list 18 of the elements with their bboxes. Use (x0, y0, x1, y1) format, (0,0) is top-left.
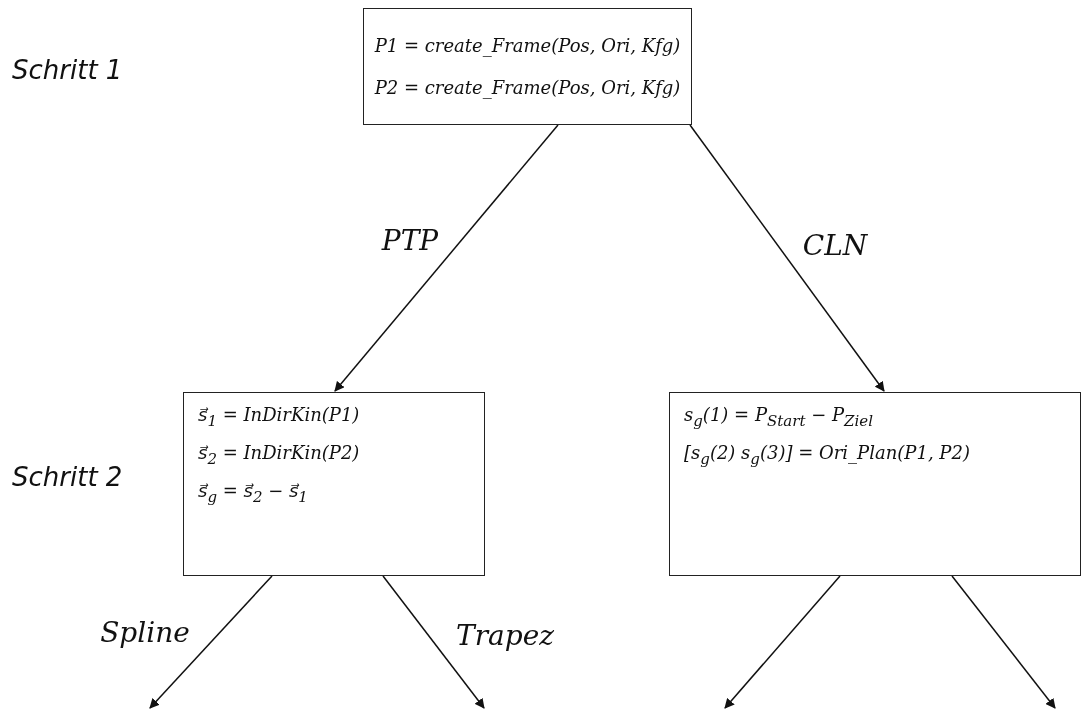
formula-box (363, 8, 692, 125)
step-label: Schritt 1 (12, 55, 123, 85)
formula-text: P2 = create_Frame(Pos, Ori, Kfg) (374, 75, 681, 99)
formula-box (669, 392, 1081, 576)
arrow (689, 124, 885, 392)
formula-text: P1 = create_Frame(Pos, Ori, Kfg) (374, 34, 681, 58)
formula-text: s⃗$_{g}$ = s⃗$_{2}$ − s⃗$_{1}$ (198, 479, 308, 508)
formula-text: s⃗$_{1}$ = InDirKin(P1) (198, 403, 360, 432)
arrow (951, 575, 1056, 709)
arrow (334, 124, 559, 392)
arrow (149, 575, 273, 709)
formula-text: [s$_{g}$(2) s$_{g}$(3)] = Ori_Plan(P1, P2) (684, 441, 970, 470)
step-label: Schritt 2 (12, 462, 123, 492)
arrow (382, 575, 485, 709)
formula-text: s$_{g}$(1) = P$_{Start}$ − P$_{Ziel}$ (684, 403, 873, 432)
formula-box (183, 392, 485, 576)
formula-text: s⃗$_{2}$ = InDirKin(P2) (198, 441, 360, 470)
arrow (724, 575, 841, 709)
